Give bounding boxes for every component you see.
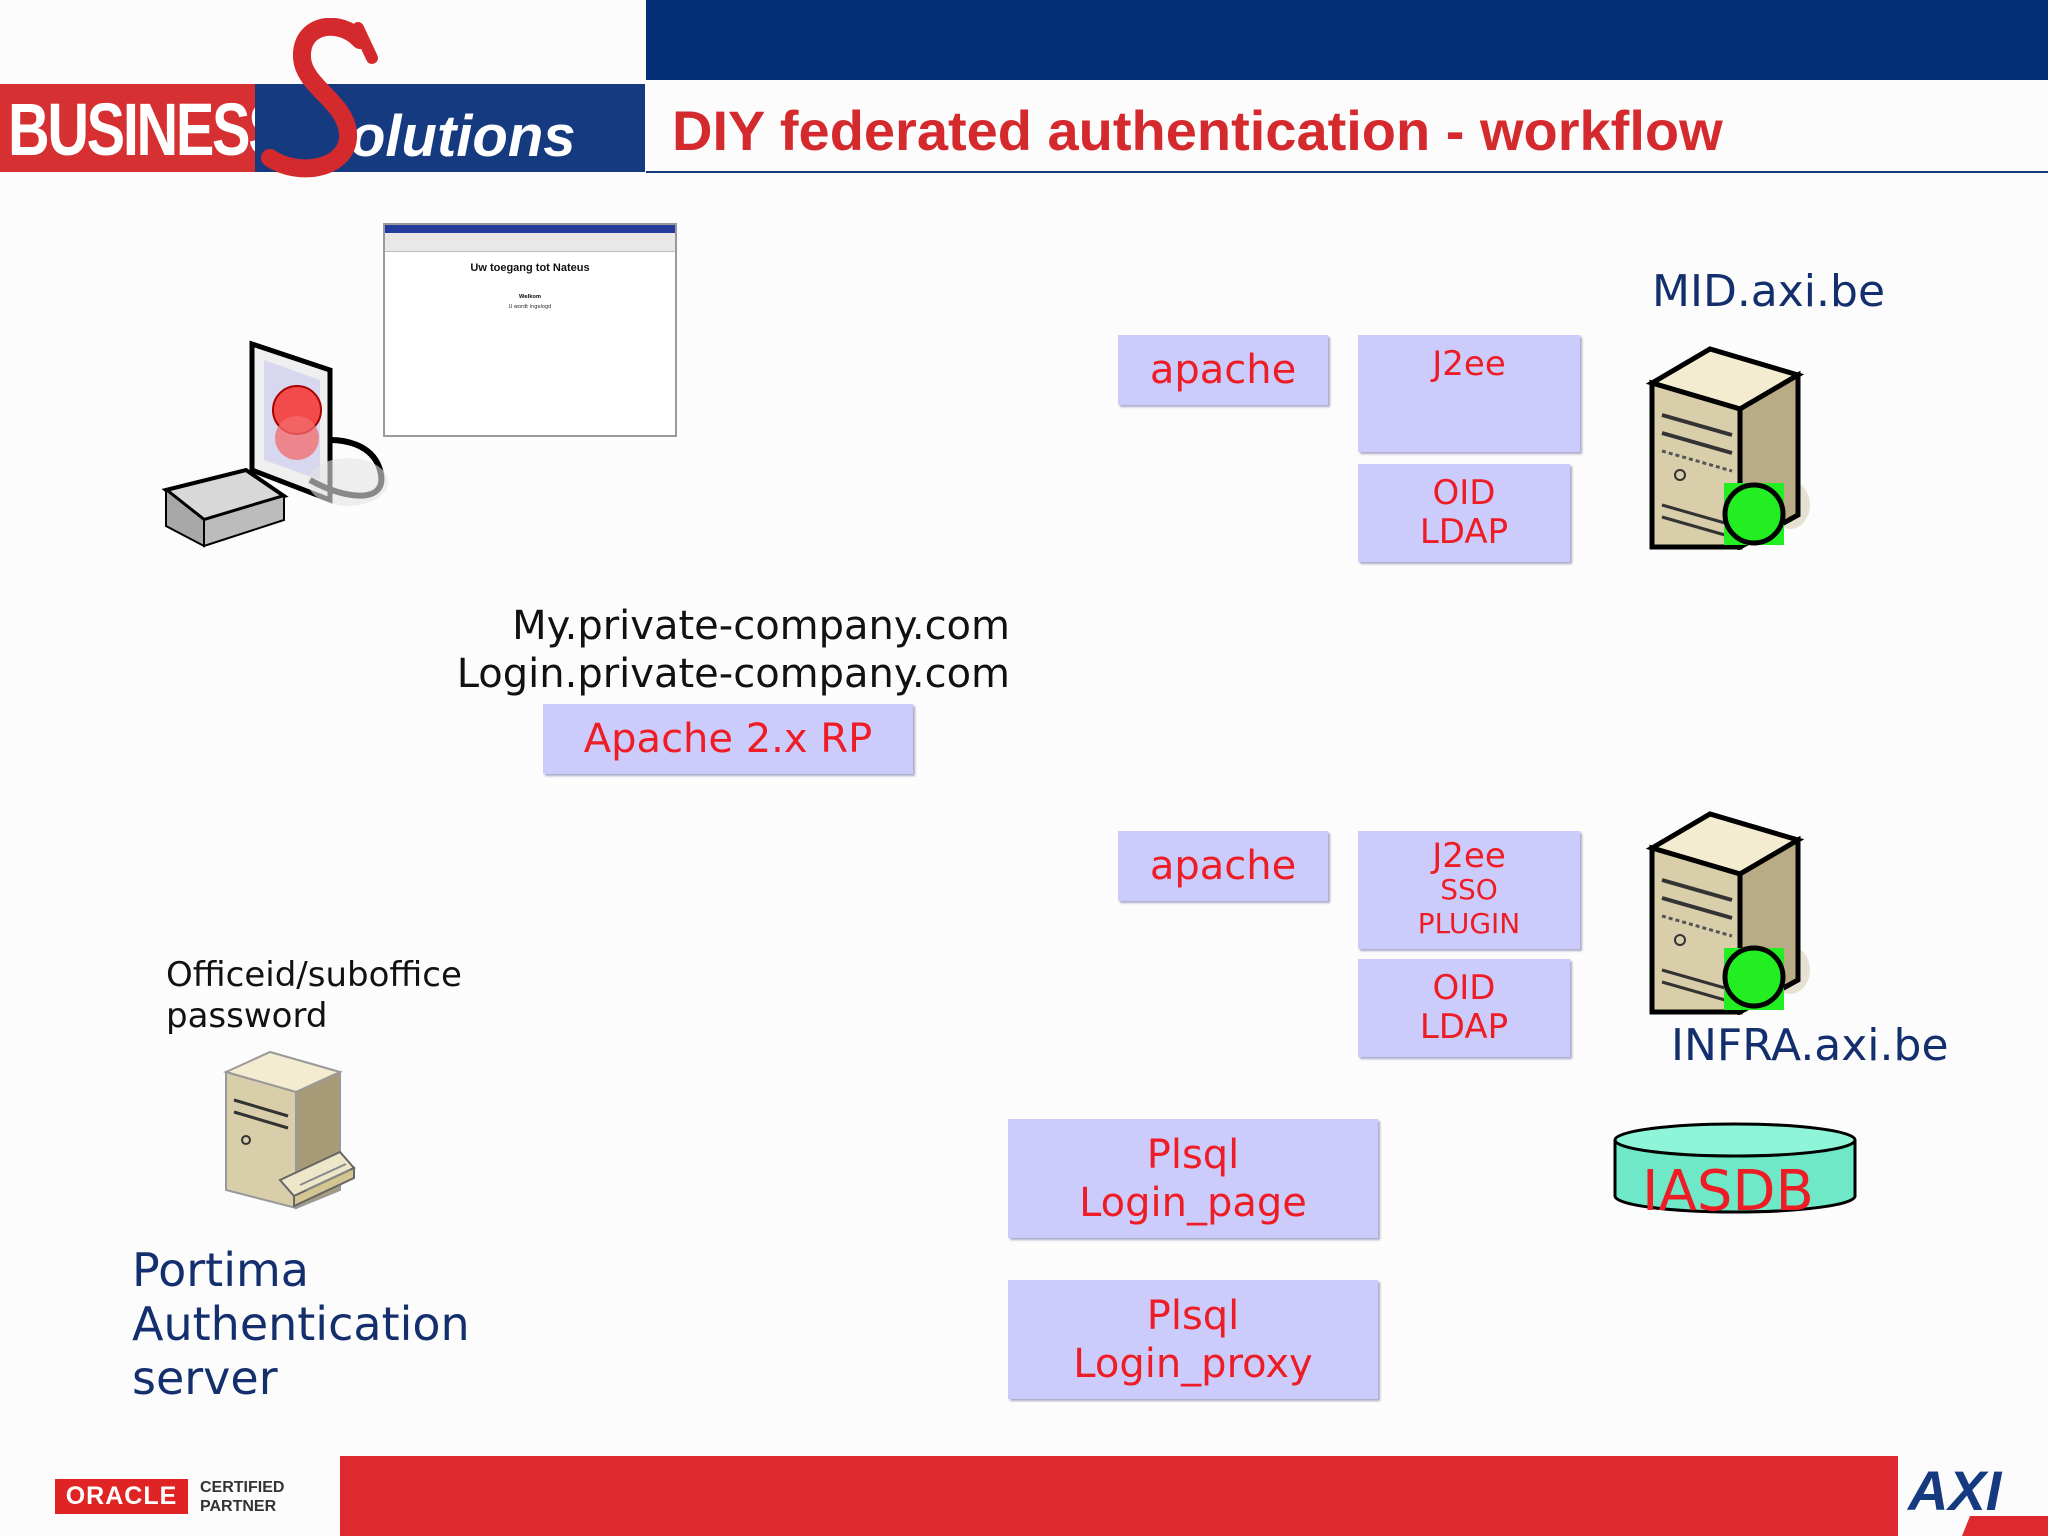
oracle-logo-text: ORACLE	[65, 1482, 178, 1510]
browser-window: Uw toegang tot Nateus Welkom U wordt ing…	[383, 223, 677, 437]
oracle-partner-text: PARTNER	[200, 1498, 277, 1515]
workstation-icon	[161, 340, 388, 548]
header-navy-band	[646, 0, 2048, 80]
portima-credentials: Officeid/suboffice password	[166, 955, 462, 1037]
portima-name-line-1: Portima	[132, 1243, 309, 1297]
plsql-login-proxy-label-1: Plsql	[1146, 1292, 1240, 1339]
iasdb-label: IASDB	[1642, 1159, 1814, 1224]
rp-domain-my: My.private-company.com	[512, 603, 1010, 649]
plsql-login-page-label-1: Plsql	[1146, 1131, 1240, 1178]
mid-apache-box: apache	[1118, 335, 1328, 405]
oracle-logo: ORACLE	[55, 1479, 188, 1514]
mid-apache-label: apache	[1149, 347, 1297, 393]
logo-solutions-text: olutions	[350, 104, 576, 169]
infra-plugin-label: PLUGIN	[1417, 907, 1521, 940]
browser-titlebar	[385, 225, 675, 233]
infra-j2ee-label: J2ee	[1432, 836, 1506, 876]
footer-red-band	[340, 1456, 1898, 1536]
mid-j2ee-box: J2ee	[1358, 335, 1580, 452]
mid-j2ee-label: J2ee	[1432, 344, 1506, 384]
portima-cred-officeid: Officeid/suboffice	[166, 955, 462, 995]
iasdb-database-icon	[1613, 1122, 1857, 1214]
infra-j2ee-sso-box: J2ee SSO PLUGIN	[1358, 831, 1580, 949]
infra-sso-label: SSO	[1440, 873, 1498, 906]
infra-oid-label: OID	[1432, 967, 1496, 1008]
portima-name-line-2: Authentication	[132, 1297, 470, 1351]
apache-rp-label: Apache 2.x RP	[583, 716, 873, 762]
axi-logo: AXI	[1906, 1460, 2048, 1536]
browser-toolbar	[385, 233, 675, 252]
apache-rp-box: Apache 2.x RP	[543, 704, 913, 774]
rp-domain-login: Login.private-company.com	[456, 651, 1010, 697]
infra-server-icon	[1645, 811, 1810, 1015]
mid-oid-ldap-box: OID LDAP	[1358, 464, 1570, 562]
infra-oid-ldap-box: OID LDAP	[1358, 959, 1570, 1057]
oracle-certified-partner: CERTIFIED PARTNER	[200, 1478, 284, 1516]
infra-ldap-label: LDAP	[1419, 1007, 1509, 1047]
mid-hostname: MID.axi.be	[1652, 266, 1886, 317]
infra-apache-label: apache	[1149, 843, 1297, 889]
logo-s-swoosh-icon	[261, 18, 378, 178]
mid-ldap-label: LDAP	[1419, 512, 1509, 552]
axi-logo-text: AXI	[1906, 1460, 2003, 1522]
mid-oid-label: OID	[1432, 472, 1496, 513]
plsql-login-proxy-box: Plsql Login_proxy	[1008, 1280, 1378, 1399]
title-divider	[646, 171, 2048, 173]
browser-welcome: Welkom	[518, 294, 542, 300]
infra-apache-box: apache	[1118, 831, 1328, 901]
portima-cred-password: password	[166, 996, 328, 1036]
browser-subtext: U wordt ingelogd	[508, 304, 552, 310]
plsql-login-page-box: Plsql Login_page	[1008, 1119, 1378, 1238]
mid-server-icon	[1645, 346, 1810, 550]
plsql-login-page-label-2: Login_page	[1079, 1179, 1307, 1226]
logo-business-block: BUSINESS	[0, 84, 287, 172]
portima-server-name: Portima Authentication server	[132, 1243, 470, 1405]
plsql-login-proxy-label-2: Login_proxy	[1073, 1340, 1313, 1387]
oracle-certified-text: CERTIFIED	[200, 1479, 285, 1496]
browser-page-heading: Uw toegang tot Nateus	[470, 262, 590, 274]
portima-name-line-3: server	[132, 1351, 278, 1405]
logo-business-text: BUSINESS	[8, 88, 287, 171]
portima-server-icon	[223, 1050, 356, 1210]
slide-title: DIY federated authentication - workflow	[672, 99, 1723, 162]
rp-domain-list: My.private-company.com Login.private-com…	[440, 602, 1010, 698]
infra-hostname: INFRA.axi.be	[1671, 1020, 1949, 1071]
